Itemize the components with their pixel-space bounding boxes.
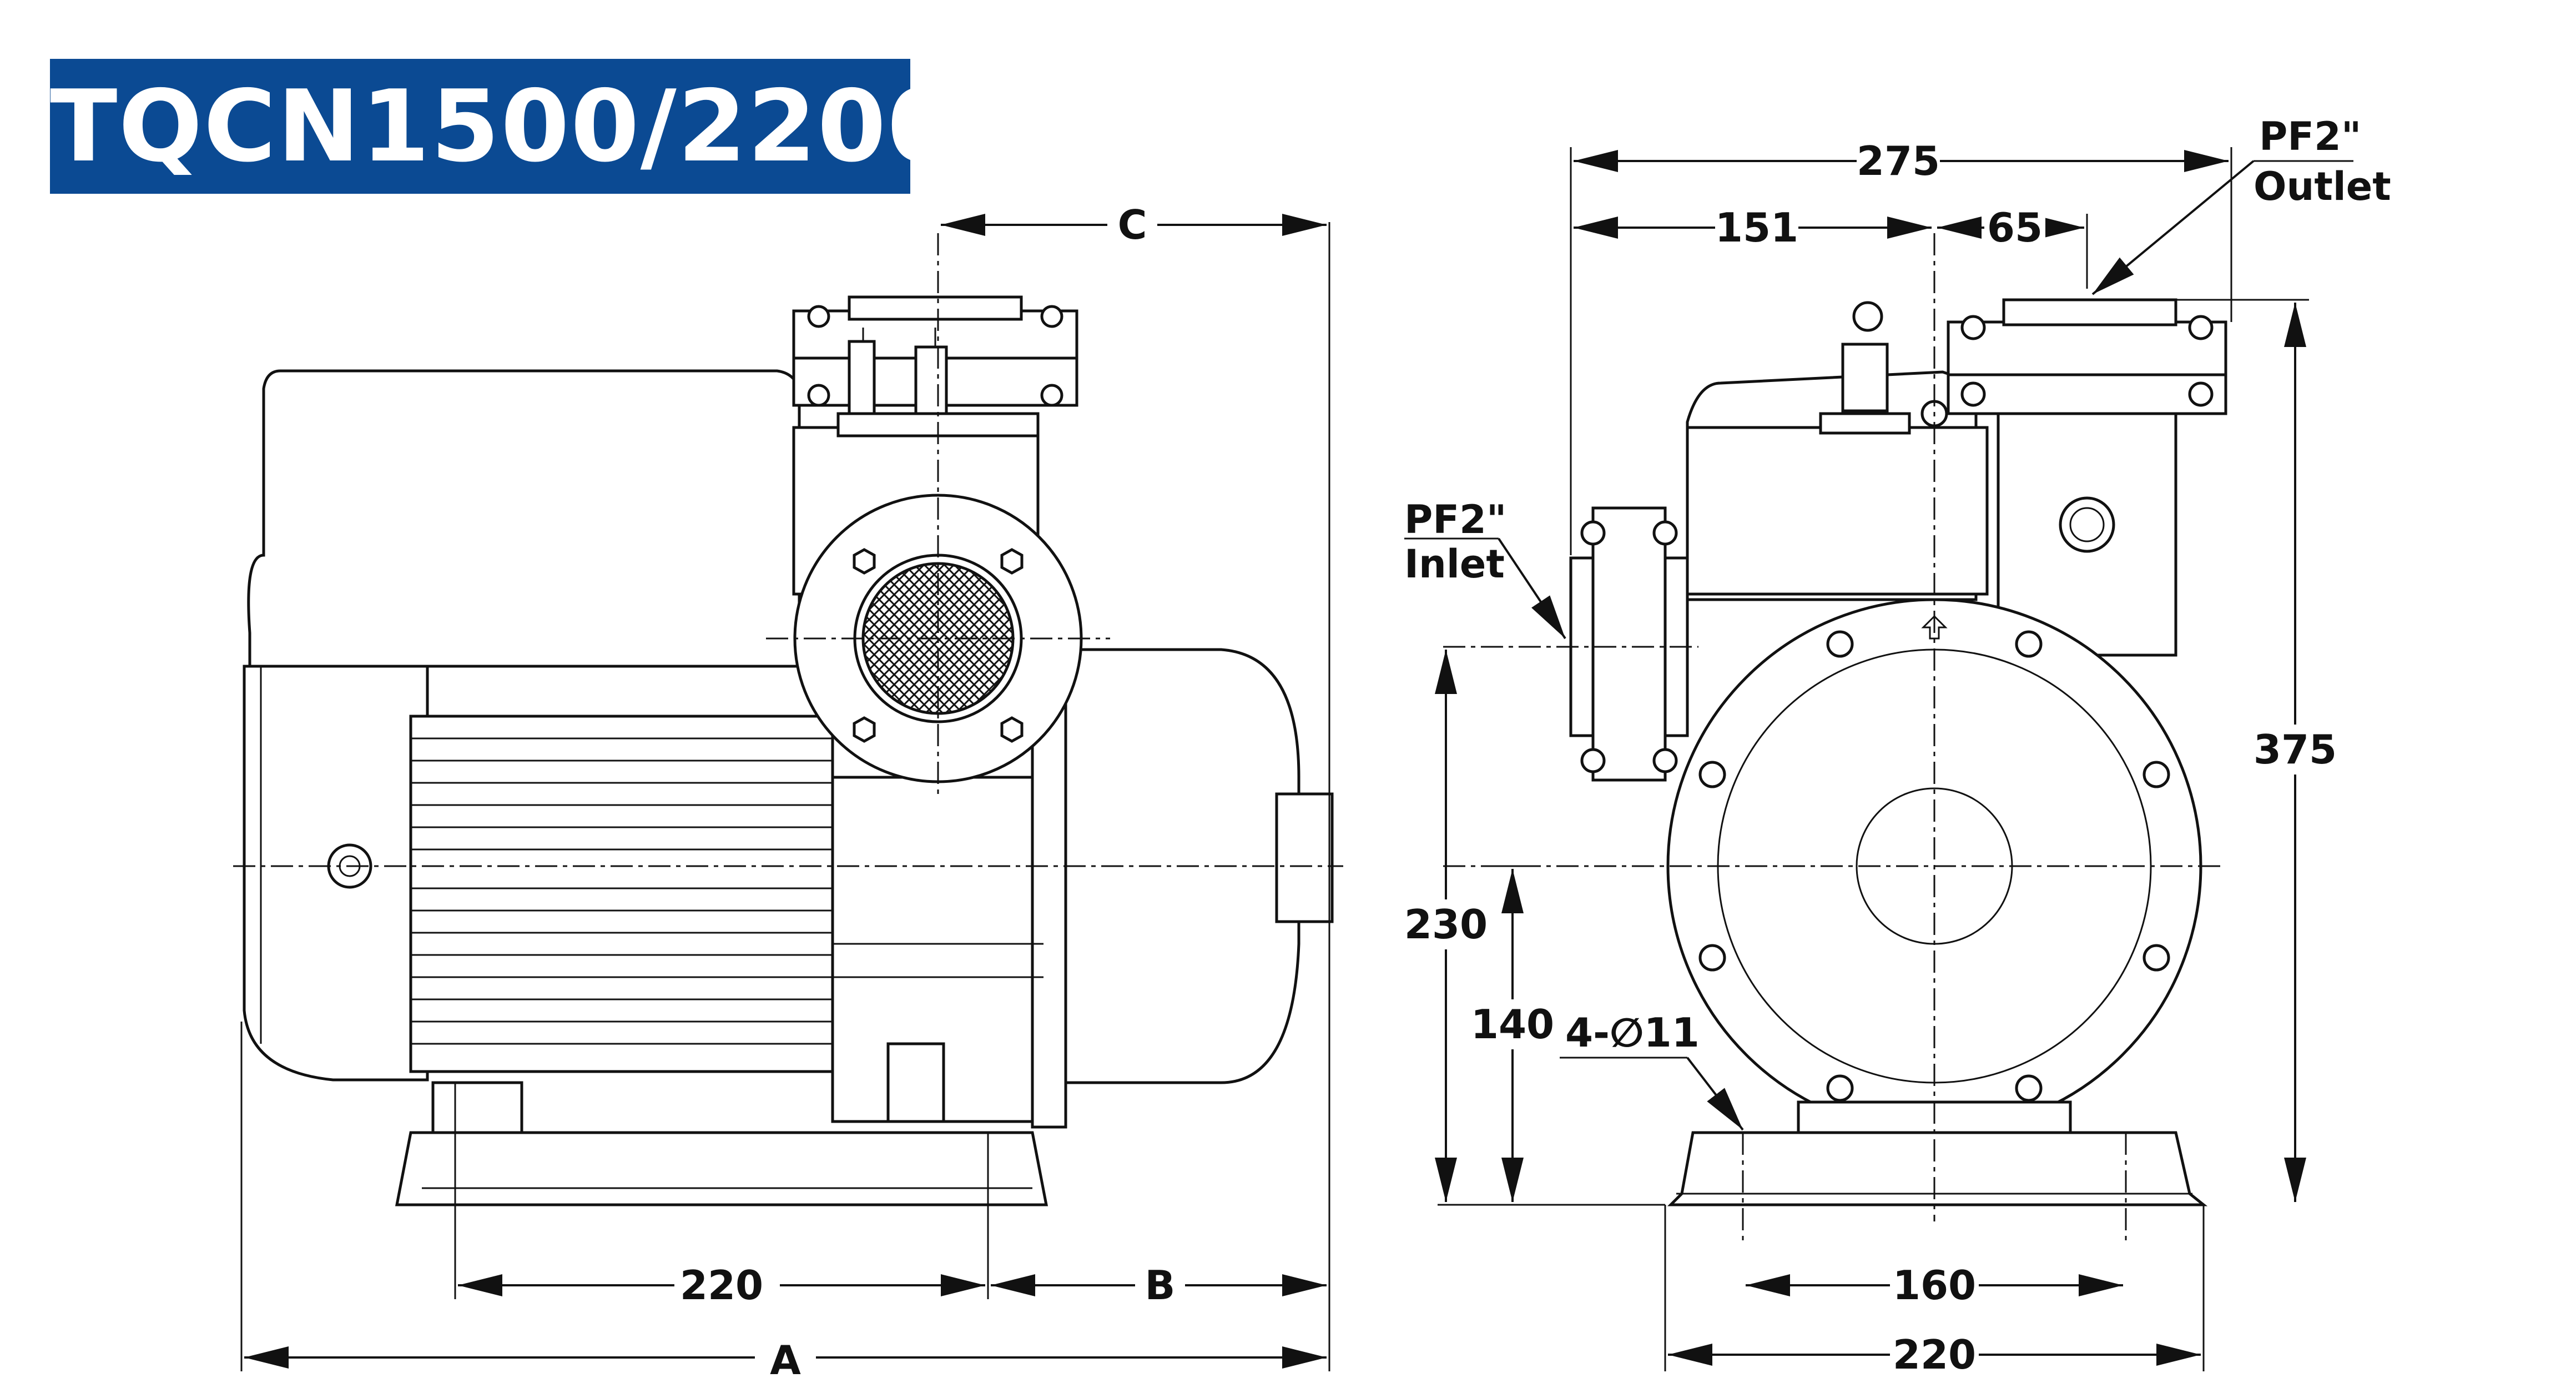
dim-a-label: A	[770, 1337, 801, 1384]
motor-body	[409, 715, 840, 1073]
front-terminal-box	[1686, 426, 1989, 596]
flange-bolts	[853, 548, 1024, 743]
casing-bolts	[1698, 630, 2170, 1102]
outlet-label: Outlet	[2254, 164, 2391, 209]
dim-shaft-height-label: 230	[1404, 901, 1488, 948]
dim-inlet-offset-label: 151	[1715, 204, 1798, 251]
cooling-fins	[411, 737, 838, 1045]
dim-base-holes-label: 220	[680, 1262, 763, 1309]
pump-casing	[831, 776, 1045, 1123]
inlet-label: Inlet	[1404, 541, 1505, 587]
dim-overall-width-label: 275	[1857, 138, 1940, 184]
title-banner: TQCN1500/2200B	[50, 59, 1034, 194]
front-outlet-flange	[1947, 320, 2227, 379]
outlet-size-label: PF2"	[2259, 114, 2361, 159]
side-view: A 220 B C	[233, 200, 1343, 1384]
dim-hole-spacing-label: 160	[1893, 1262, 1976, 1309]
dim-base-width-label: 220	[1893, 1331, 1976, 1378]
hole-note-label: 4-∅11	[1565, 1009, 1700, 1056]
dim-b-label: B	[1145, 1262, 1176, 1309]
junction-box	[247, 369, 801, 668]
inlet-size-label: PF2"	[1404, 497, 1506, 542]
dim-overall-height-label: 375	[2254, 726, 2337, 773]
dim-base-top-label: 140	[1471, 1001, 1554, 1048]
front-view: 275 151 65 375 230 140 160 220 4-∅11	[1404, 114, 2391, 1380]
side-base	[395, 1131, 1048, 1206]
lifting-eye-icon	[1852, 301, 1883, 332]
dim-c-label: C	[1118, 202, 1147, 248]
model-title: TQCN1500/2200B	[50, 69, 1034, 184]
dim-outlet-offset-label: 65	[1987, 204, 2043, 251]
